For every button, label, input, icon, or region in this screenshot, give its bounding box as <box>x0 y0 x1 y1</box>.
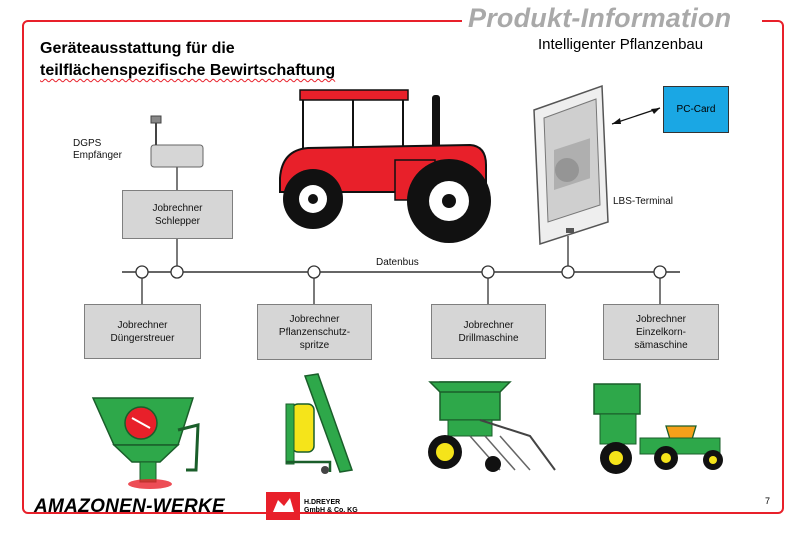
page-number: 7 <box>765 496 771 506</box>
bus-node <box>653 265 667 279</box>
box-line: Pflanzenschutz- <box>278 326 351 338</box>
datenbus-label: Datenbus <box>376 257 419 268</box>
box-line: Einzelkorn- <box>635 326 687 338</box>
box-jobrechner-schlepper: Jobrechner Schlepper <box>122 190 233 239</box>
lbs-terminal-label: LBS-Terminal <box>613 196 674 207</box>
dgps-receiver-icon <box>150 115 204 168</box>
slide-frame <box>22 20 784 514</box>
lbs-terminal-icon <box>533 84 609 246</box>
fertilizer-spreader-icon <box>91 397 200 489</box>
bus-node <box>135 265 149 279</box>
title-line-2: teilflächenspezifische Bewirtschaftung <box>40 62 336 79</box>
header-gap <box>462 14 762 28</box>
dreyer-logo-icon <box>266 492 300 520</box>
bus-node <box>481 265 495 279</box>
single-seed-drill-icon <box>593 383 723 474</box>
box-line: Jobrechner <box>289 313 340 325</box>
title-line-1: Geräteausstattung für die <box>40 40 235 57</box>
dreyer-brand: H.DREYER GmbH & Co. KG <box>304 499 358 515</box>
dreyer-brand-line-2: GmbH & Co. KG <box>304 507 358 514</box>
product-information-heading: Produkt-Information <box>468 3 732 33</box>
box-line: sämaschine <box>634 339 688 351</box>
pc-card-link-arrow <box>611 107 661 125</box>
box-line: Jobrechner <box>117 319 168 331</box>
dgps-label: DGPS Empfänger <box>73 138 122 162</box>
dgps-label-line-2: Empfänger <box>73 150 122 161</box>
box-line: Düngerstreuer <box>110 332 175 344</box>
box-line: Schlepper <box>154 215 201 227</box>
sprayer-icon <box>285 373 354 474</box>
box-line: spritze <box>299 339 330 351</box>
box-line: Drillmaschine <box>458 332 519 344</box>
bus-node <box>170 265 184 279</box>
subtitle-intelligenter-pflanzenbau: Intelligenter Pflanzenbau <box>538 36 704 53</box>
drill-machine-icon <box>428 381 556 472</box>
box-jobrechner-einzelkornsaemaschine: Jobrechner Einzelkorn- sämaschine <box>603 304 719 360</box>
box-jobrechner-drillmaschine: Jobrechner Drillmaschine <box>431 304 546 359</box>
box-jobrechner-duengerstreuer: Jobrechner Düngerstreuer <box>84 304 201 359</box>
bus-node <box>561 265 575 279</box>
bus-node <box>307 265 321 279</box>
box-line: Jobrechner <box>463 319 514 331</box>
box-line: Jobrechner <box>635 313 687 325</box>
box-jobrechner-pflanzenschutzspritze: Jobrechner Pflanzenschutz- spritze <box>257 304 372 360</box>
amazonen-werke-brand: AMAZONEN-WERKE <box>34 496 226 517</box>
tractor-icon <box>279 89 491 243</box>
box-line: Jobrechner <box>152 202 203 214</box>
pc-card-box: PC-Card <box>663 86 729 133</box>
dreyer-brand-line-1: H.DREYER <box>304 499 341 506</box>
slide-title: Geräteausstattung für die teilflächenspe… <box>40 38 335 82</box>
dgps-label-line-1: DGPS <box>73 138 102 149</box>
